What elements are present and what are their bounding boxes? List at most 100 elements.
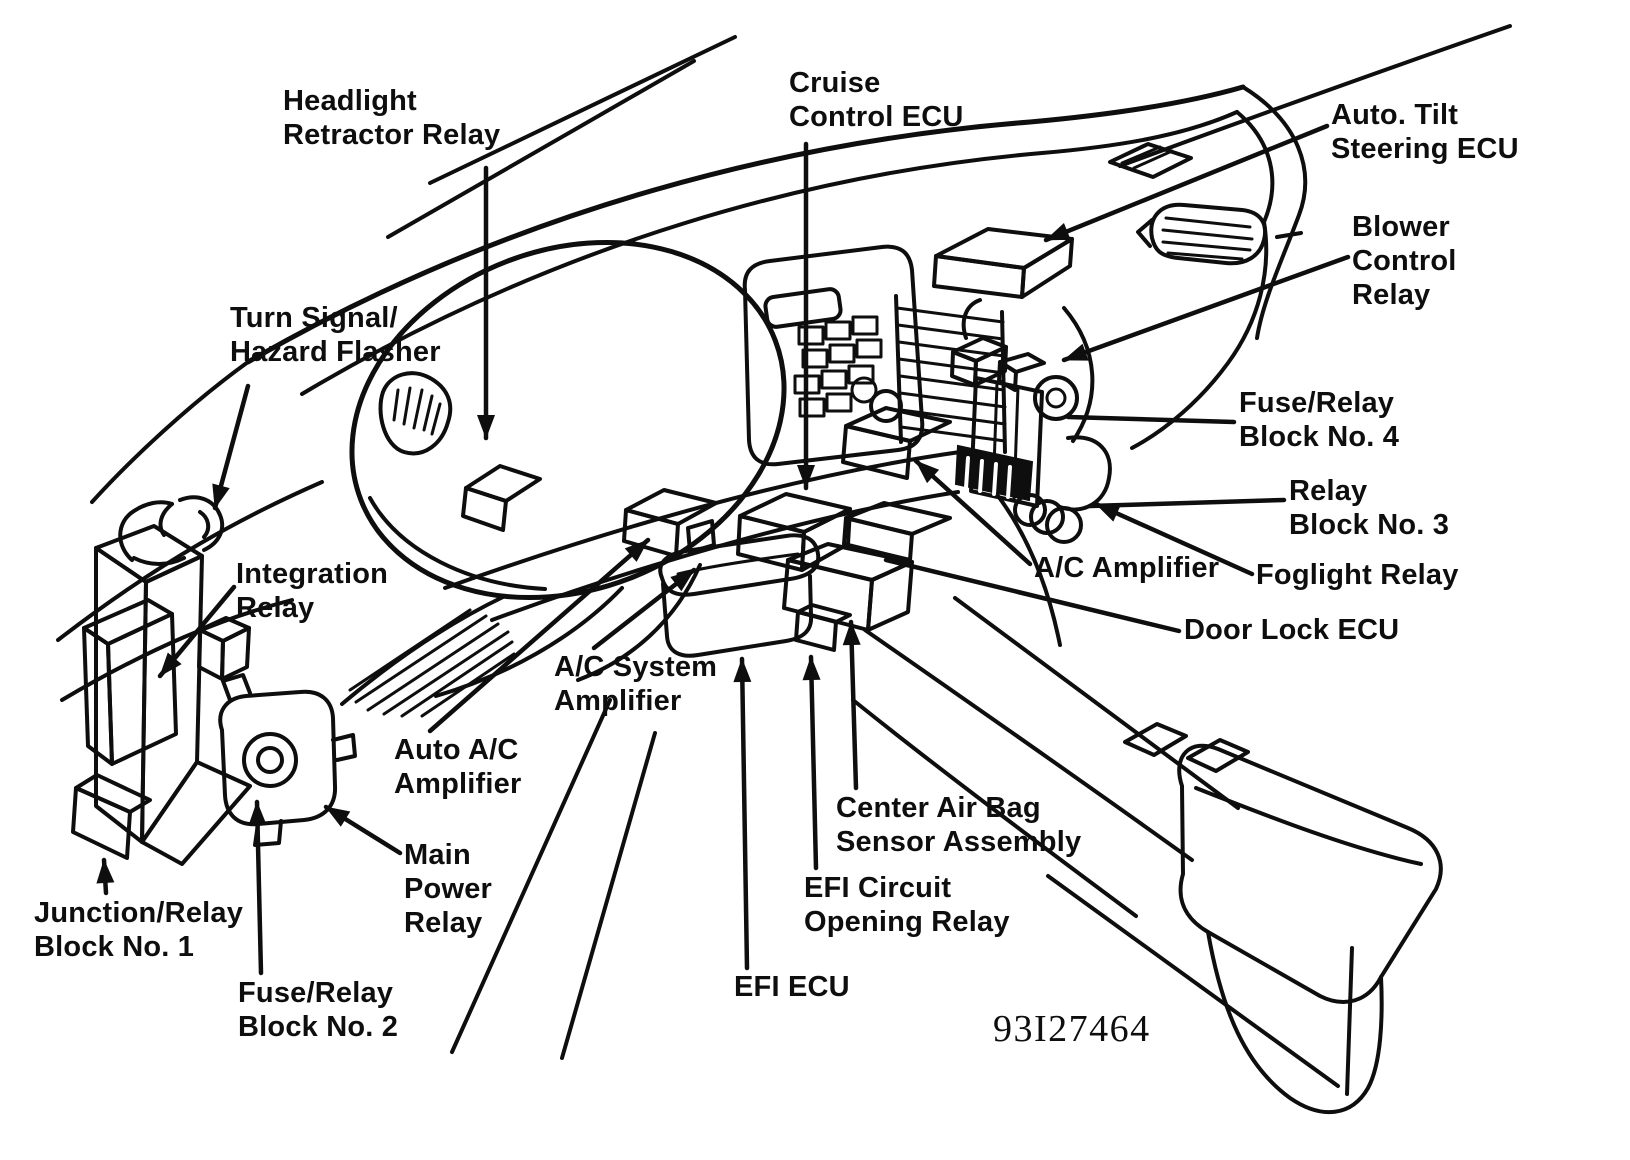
efi-circuit-opening-relay-box — [794, 603, 852, 652]
turn-signal-flasher-clip — [118, 495, 225, 566]
label-line: A/C Amplifier — [1034, 552, 1220, 584]
armrest — [1177, 743, 1443, 1115]
part-number: 93I27464 — [993, 1010, 1151, 1048]
right-side-vent — [1108, 142, 1193, 179]
label-line: Control — [1352, 245, 1457, 277]
leader-foglight-relay — [1093, 501, 1255, 577]
leader-relay-block-3 — [1087, 497, 1287, 509]
leader-center-airbag-sensor — [842, 619, 861, 791]
label-line: Block No. 1 — [34, 931, 195, 963]
relay-cluster — [950, 298, 1112, 544]
leader-turn-signal-hazard-flasher — [212, 383, 251, 511]
windshield-edge — [1118, 24, 1512, 168]
leader-door-lock-ecu — [883, 557, 1182, 634]
label-line: Main — [404, 839, 471, 871]
label-ac-amplifier: A/C Amplifier — [1034, 551, 1219, 585]
label-efi-circuit-opening-relay: EFI Circuit Opening Relay — [804, 871, 1010, 939]
label-line: Amplifier — [394, 768, 522, 800]
label-foglight-relay: Foglight Relay — [1256, 558, 1459, 592]
leader-integration-relay — [157, 584, 237, 679]
label-line: Control ECU — [789, 101, 964, 133]
label-integration-relay: Integration Relay — [236, 557, 388, 625]
label-line: Integration — [236, 558, 389, 590]
leader-blower-control-relay — [1061, 254, 1351, 363]
label-line: Power — [404, 873, 493, 905]
label-turn-signal-hazard-flasher: Turn Signal/ Hazard Flasher — [230, 301, 441, 369]
label-line: Foglight Relay — [1256, 559, 1459, 591]
left-air-vent — [378, 371, 453, 456]
label-line: Auto. Tilt — [1331, 99, 1459, 131]
leader-ac-system-amplifier — [591, 567, 697, 651]
leader-fuse-relay-block-2 — [248, 799, 267, 976]
label-door-lock-ecu: Door Lock ECU — [1184, 613, 1399, 647]
leader-auto-ac-amplifier — [427, 537, 651, 734]
label-headlight-retractor-relay: Headlight Retractor Relay — [283, 84, 500, 152]
label-line: Turn Signal/ — [230, 302, 398, 334]
integration-relay-box — [82, 598, 178, 766]
label-junction-relay-block-1: Junction/Relay Block No. 1 — [34, 896, 243, 964]
label-auto-ac-amplifier: Auto A/C Amplifier — [394, 733, 522, 801]
label-line: Sensor Assembly — [836, 826, 1082, 858]
a-pillar-line — [428, 35, 737, 185]
leader-efi-circuit-opening-relay — [802, 654, 821, 871]
label-line: Door Lock ECU — [1184, 614, 1400, 646]
leader-main-power-relay — [323, 804, 403, 856]
leader-junction-relay-block-1 — [96, 857, 115, 896]
label-line: Hazard Flasher — [230, 336, 441, 368]
label-line: Fuse/Relay — [1239, 387, 1395, 419]
label-ac-system-amplifier: A/C System Amplifier — [554, 650, 717, 718]
label-line: Auto A/C — [394, 734, 519, 766]
mount-ring — [1033, 375, 1079, 421]
ac-amplifier-box — [841, 406, 952, 480]
center-right-vent — [1136, 202, 1303, 266]
label-line: Relay — [1289, 475, 1368, 507]
label-auto-tilt-steering-ecu: Auto. Tilt Steering ECU — [1331, 98, 1519, 166]
auto-tilt-steering-ecu-box — [932, 227, 1074, 299]
label-line: Relay — [404, 907, 483, 939]
label-blower-control-relay: Blower Control Relay — [1352, 210, 1457, 312]
label-relay-block-3: Relay Block No. 3 — [1289, 474, 1449, 542]
label-line: Steering ECU — [1331, 133, 1519, 165]
leader-lines — [96, 123, 1351, 976]
instrument-cluster — [742, 244, 925, 467]
leader-efi-ecu — [733, 656, 752, 971]
foglight-relay-cylinder — [1013, 493, 1047, 527]
leader-fuse-relay-block-4 — [1065, 414, 1237, 425]
label-center-airbag-sensor: Center Air Bag Sensor Assembly — [836, 791, 1081, 859]
label-main-power-relay: Main Power Relay — [404, 838, 492, 940]
label-line: EFI Circuit — [804, 872, 952, 904]
label-cruise-control-ecu: Cruise Control ECU — [789, 66, 964, 134]
label-line: Block No. 3 — [1289, 509, 1450, 541]
label-fuse-relay-block-4: Fuse/Relay Block No. 4 — [1239, 386, 1399, 454]
leader-auto-tilt-steering-ecu — [1043, 123, 1330, 243]
shifter-opening — [1123, 722, 1188, 757]
side-connector-cube — [197, 616, 251, 681]
label-line: 93I27464 — [993, 1008, 1151, 1050]
label-efi-ecu: EFI ECU — [734, 970, 850, 1004]
label-line: Retractor Relay — [283, 119, 501, 151]
headlight-retractor-relay-box — [461, 464, 542, 532]
label-fuse-relay-block-2: Fuse/Relay Block No. 2 — [238, 976, 398, 1044]
glovebox-edge — [1130, 220, 1269, 450]
junction-relay-block-1-box — [71, 524, 252, 866]
label-line: Fuse/Relay — [238, 977, 394, 1009]
label-line: Blower — [1352, 211, 1450, 243]
center-console — [851, 596, 1443, 1115]
label-line: Opening Relay — [804, 906, 1010, 938]
label-line: Relay — [1352, 279, 1431, 311]
label-line: Block No. 2 — [238, 1011, 399, 1043]
floor-line — [1046, 874, 1340, 1088]
main-power-relay-can — [242, 732, 298, 788]
label-line: Center Air Bag — [836, 792, 1041, 824]
label-line: Block No. 4 — [1239, 421, 1400, 453]
label-line: A/C System — [554, 651, 718, 683]
under-dash-hatch — [340, 594, 516, 718]
label-line: Relay — [236, 592, 315, 624]
label-line: Headlight — [283, 85, 417, 117]
fuse-relay-block-2-box — [218, 673, 357, 847]
steering-wheel — [349, 239, 787, 601]
steering-column — [434, 563, 702, 1060]
label-line: Cruise — [789, 67, 881, 99]
